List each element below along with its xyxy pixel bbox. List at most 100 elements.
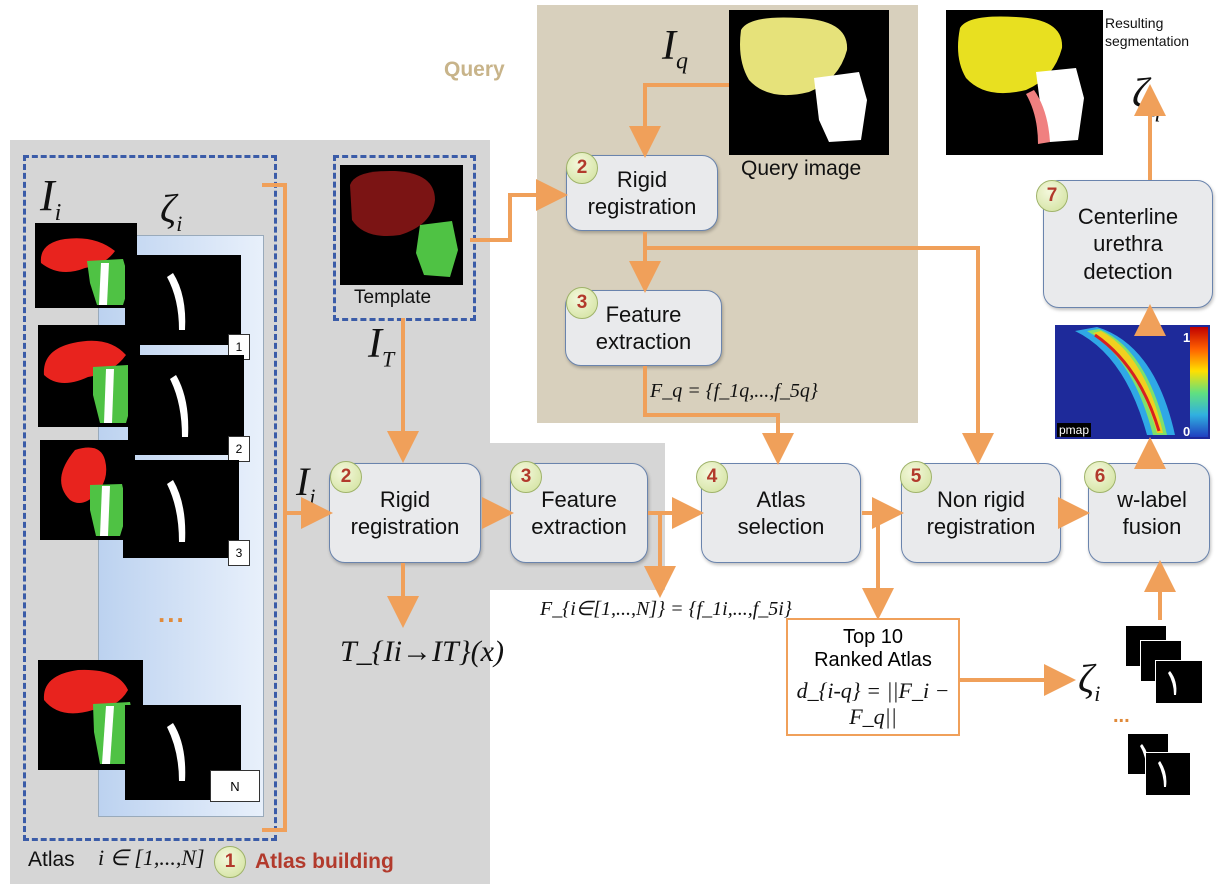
atlas-selection-label: Atlas selection — [737, 486, 825, 540]
result-shapes — [958, 16, 1084, 144]
atlas-1-urethra — [99, 263, 109, 305]
result-yellow-region — [958, 16, 1063, 94]
atlas-label-n-shapes — [167, 723, 186, 781]
probability-map-shapes — [1075, 327, 1175, 435]
fusion-thumb-5-urethra — [1158, 761, 1167, 787]
atlas-label-1-urethra — [167, 273, 186, 330]
query-image-caption: Query image — [741, 157, 862, 180]
query-image-shapes — [740, 17, 867, 142]
atlas-label-3-urethra — [167, 480, 186, 542]
atlas-3-urethra — [100, 486, 110, 536]
probability-map: pmap — [1055, 325, 1210, 439]
atlas-features-eq: F_{i∈[1,...,N]} = {f_1i,...,f_5i} — [540, 598, 792, 620]
atlas-tag-3: 3 — [228, 540, 250, 566]
atlas-label-symbol: ζi — [160, 186, 183, 236]
atlas-label-1-shapes — [167, 273, 186, 330]
atlas-image-1-shapes — [40, 238, 130, 305]
pmap-max-label: 1 — [1183, 330, 1191, 345]
atlas-tag-n: N — [210, 770, 260, 802]
query-step-2-badge: 2 — [566, 152, 598, 184]
centerline-urethra-detection-label: Centerline urethra detection — [1077, 203, 1179, 284]
template-caption: Template — [354, 287, 432, 308]
fusion-thumb-3-shapes — [1168, 671, 1177, 695]
atlas-label-1 — [125, 255, 241, 345]
non-rigid-registration-label: Non rigid registration — [926, 486, 1036, 540]
query-white-region — [814, 72, 867, 142]
fusion-thumb-3-urethra — [1168, 671, 1177, 695]
template-symbol: IT — [368, 321, 395, 372]
atlas-image-symbol: Ii — [40, 171, 62, 226]
arrow-query-rigid-to-nonrigid — [645, 246, 994, 465]
ranked-atlas-box[interactable]: Top 10 Ranked Atlas d_{i-q} = ||F_i − F_… — [786, 618, 960, 736]
result-segmentation-thumbnail — [946, 10, 1103, 155]
ranked-atlas-line1: Top 10 — [842, 626, 904, 648]
template-green-region — [416, 221, 458, 277]
pmap-colorbar — [1190, 327, 1208, 437]
arrow-query-feature-to-selection — [643, 366, 794, 465]
ranked-atlas-line2: Ranked Atlas — [814, 649, 932, 671]
atlas-building-badge: 1 — [214, 846, 246, 878]
atlas-image-2-shapes — [43, 340, 134, 423]
query-rigid-registration-label: Rigid registration — [587, 166, 697, 220]
transform-eq: T_{Ii→IT}(x) — [340, 635, 504, 668]
atlas-n-urethra — [102, 706, 114, 764]
query-features-eq: F_q = {f_1q,...,f_5q} — [650, 380, 818, 402]
result-white-region — [1036, 68, 1084, 142]
atlas-ellipsis: ... — [158, 598, 186, 628]
arrow-query-image-to-rigid — [629, 83, 729, 158]
step-2-badge: 2 — [330, 461, 362, 493]
ranked-atlas-distance-eq: d_{i-q} = ||F_i − F_q|| — [796, 678, 950, 729]
atlas-label-2 — [128, 355, 244, 455]
result-urethra — [1026, 90, 1050, 144]
fusion-thumb-5-shapes — [1158, 761, 1167, 787]
result-caption: Resulting segmentation — [1105, 15, 1190, 50]
w-label-fusion-label: w-label fusion — [1117, 486, 1187, 540]
atlas-label-2-urethra — [170, 375, 189, 437]
arrow-atlas-bracket — [262, 183, 287, 832]
fusion-input-thumb-5 — [1145, 752, 1191, 796]
atlas-2-green — [93, 365, 134, 423]
step-3-badge: 3 — [510, 461, 542, 493]
query-image-symbol: Iq — [662, 23, 688, 75]
query-yellow-region — [740, 17, 848, 96]
atlas-1-green — [87, 259, 130, 305]
atlas-label-2-shapes — [170, 375, 189, 437]
pmap-core-band — [1094, 333, 1161, 432]
centerline-urethra-detection-box[interactable]: Centerline urethra detection — [1043, 180, 1213, 308]
pmap-min-label: 0 — [1183, 424, 1191, 439]
pmap-mid-band — [1087, 329, 1167, 435]
pmap-label: pmap — [1057, 423, 1092, 437]
atlas-index-eq: i ∈ [1,...,N] — [98, 845, 205, 870]
fusion-input-symbol: ζi — [1078, 656, 1101, 706]
atlas-image-1 — [35, 223, 137, 308]
atlas-tag-2: 2 — [228, 436, 250, 462]
query-rigid-registration-box[interactable]: Rigid registration — [566, 155, 718, 231]
pipeline-input-symbol: Ii — [296, 459, 316, 509]
step-6-badge: 6 — [1084, 461, 1116, 493]
atlas-n-red — [43, 669, 128, 714]
atlas-2-red — [43, 340, 127, 384]
step-5-badge: 5 — [900, 461, 932, 493]
template-thumbnail — [340, 165, 463, 285]
atlas-label-3 — [123, 460, 239, 558]
template-red-region — [350, 170, 435, 236]
query-panel-label: Query — [444, 58, 505, 81]
fusion-input-thumb-3 — [1155, 660, 1203, 704]
atlas-footer-label: Atlas — [28, 848, 75, 871]
step-7-badge: 7 — [1036, 180, 1068, 212]
atlas-label-3-shapes — [167, 480, 186, 542]
atlas-label-n-urethra — [167, 723, 186, 781]
query-feature-extraction-label: Feature extraction — [595, 301, 692, 355]
query-image-thumbnail — [729, 10, 889, 155]
rigid-registration-label: Rigid registration — [350, 486, 460, 540]
template-shapes — [350, 170, 458, 277]
atlas-image-3 — [40, 440, 135, 540]
atlas-building-label: Atlas building — [255, 850, 394, 873]
atlas-2-urethra — [104, 369, 114, 423]
atlas-dashed-frame — [23, 155, 277, 841]
fusion-input-ellipsis: ... — [1113, 705, 1130, 727]
feature-extraction-label: Feature extraction — [531, 486, 627, 540]
arrow-template-to-query-rigid — [470, 179, 568, 242]
step-4-badge: 4 — [696, 461, 728, 493]
